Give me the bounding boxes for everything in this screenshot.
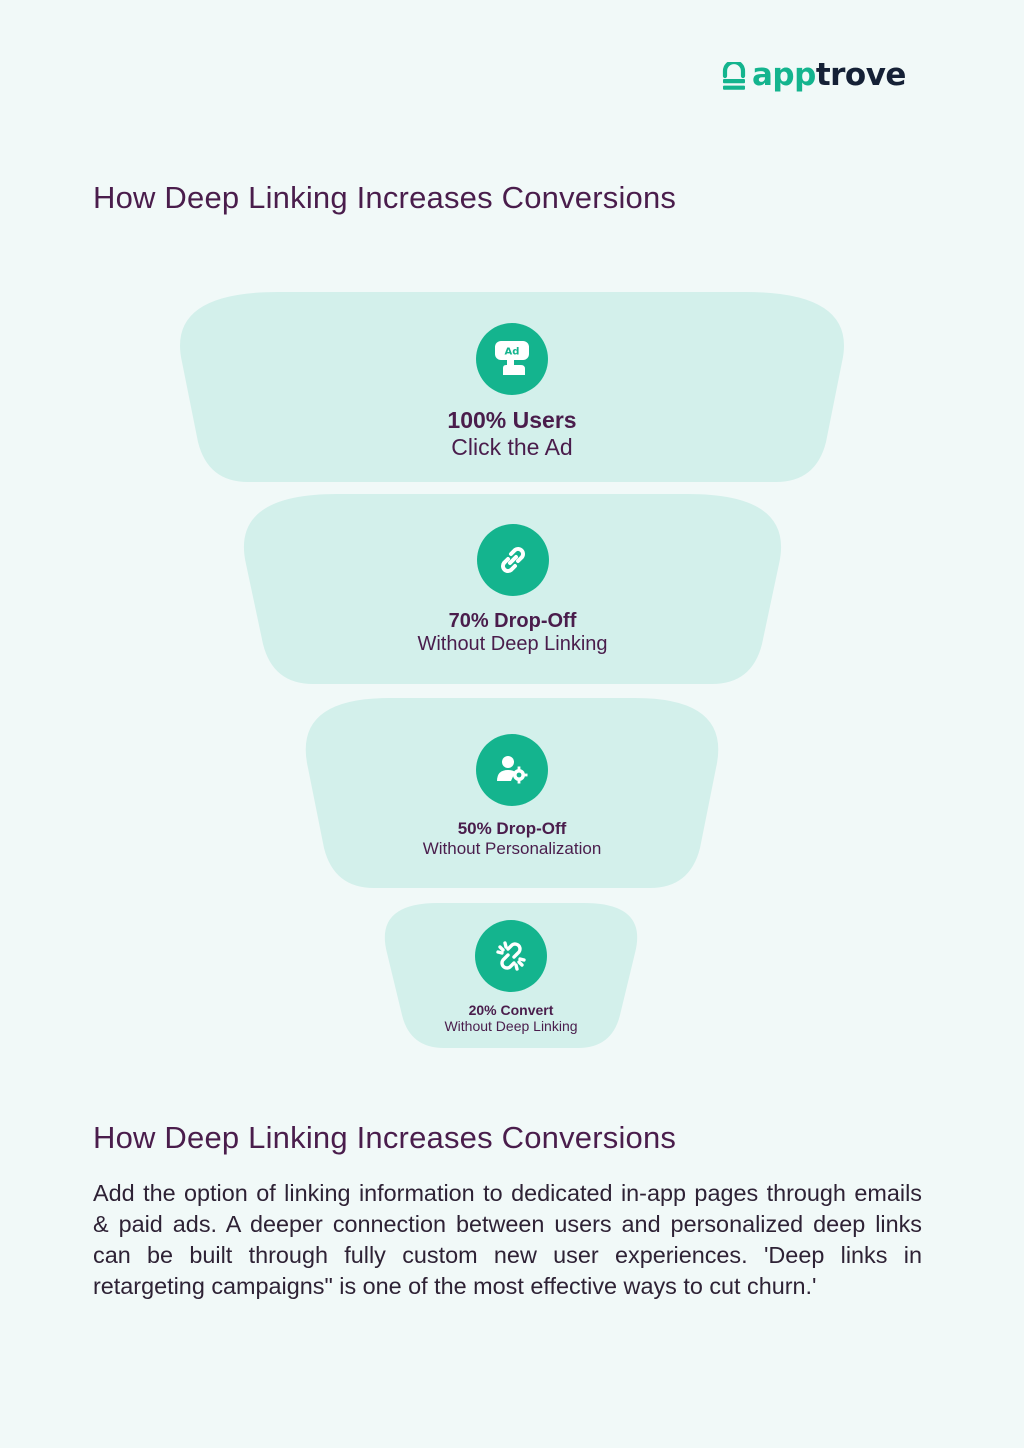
user-settings-icon bbox=[476, 734, 548, 806]
page-title: How Deep Linking Increases Conversions bbox=[93, 180, 677, 215]
funnel-stage-3-title: 50% Drop-Off bbox=[457, 819, 567, 838]
ad-icon-text: Ad bbox=[505, 347, 520, 358]
section-title: How Deep Linking Increases Conversions bbox=[93, 1120, 677, 1155]
funnel-stage-4: 20% Convert Without Deep Linking bbox=[383, 903, 639, 1048]
funnel-stage-2: 70% Drop-Off Without Deep Linking bbox=[242, 494, 783, 684]
apptrove-logo-icon bbox=[722, 61, 746, 90]
funnel-stage-1-title: 100% Users bbox=[447, 407, 577, 433]
logo-text-trove: trove bbox=[815, 57, 907, 93]
logo-text-app: app bbox=[752, 57, 816, 93]
funnel-stage-1: Ad 100% Users Click the Ad bbox=[178, 292, 846, 482]
ad-touch-icon: Ad bbox=[476, 323, 548, 395]
broken-link-icon bbox=[475, 920, 547, 992]
funnel-stage-4-title: 20% Convert bbox=[468, 1002, 554, 1018]
funnel-stage-2-title: 70% Drop-Off bbox=[448, 610, 577, 632]
funnel-stage-1-subtitle: Click the Ad bbox=[451, 434, 573, 461]
body-paragraph: Add the option of linking information to… bbox=[93, 1180, 922, 1299]
funnel-stage-4-subtitle: Without Deep Linking bbox=[444, 1018, 578, 1035]
funnel-stage-2-subtitle: Without Deep Linking bbox=[417, 633, 608, 655]
funnel-stage-3: 50% Drop-Off Without Personalization bbox=[304, 698, 720, 888]
apptrove-logo: apptrove bbox=[722, 60, 906, 91]
link-icon bbox=[476, 524, 549, 596]
funnel-stage-3-subtitle: Without Personalization bbox=[422, 838, 602, 858]
apptrove-logo-text: apptrove bbox=[752, 60, 906, 91]
